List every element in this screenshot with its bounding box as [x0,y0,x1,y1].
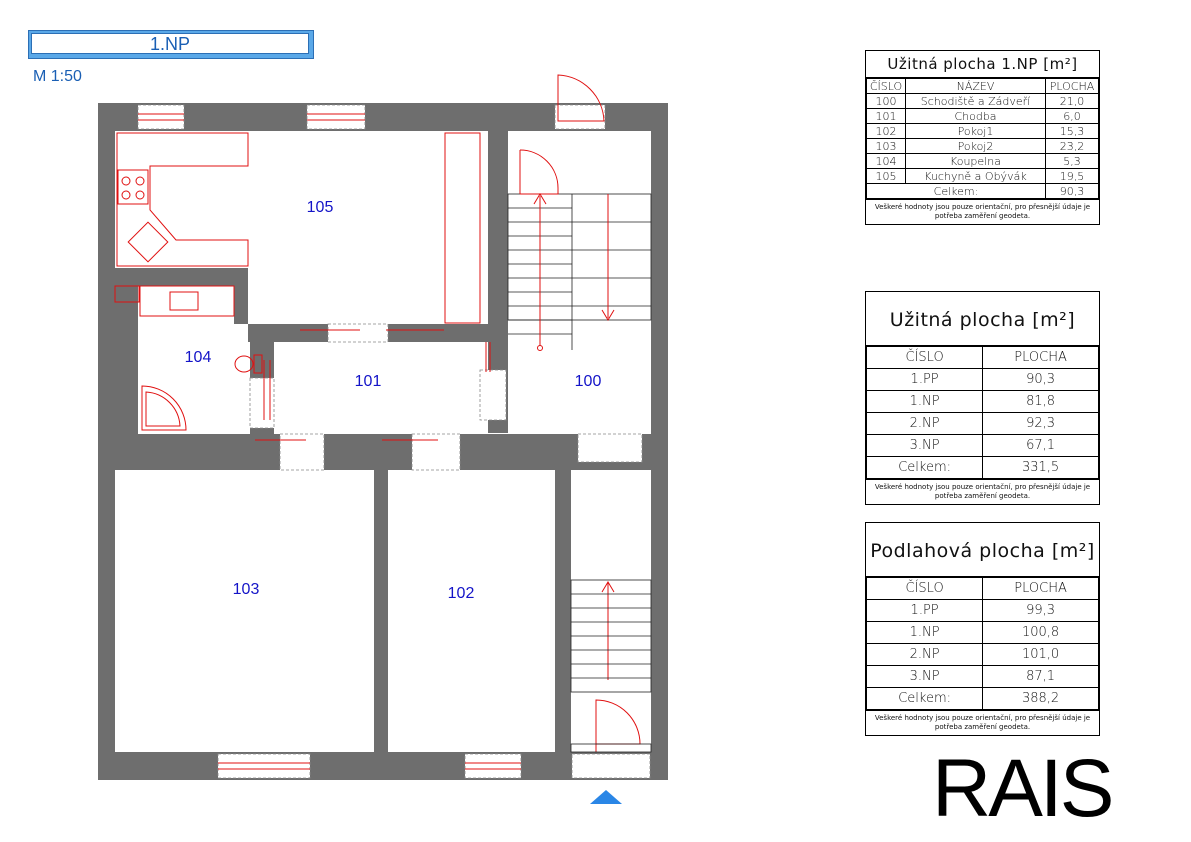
wall-stair-lower-left [555,470,571,752]
table-total-row: Celkem:331,5 [865,456,1099,479]
room-label-104: 104 [185,349,212,366]
door-swing-stair [519,149,559,195]
table-floor-area-1np: Užitná plocha 1.NP [m²] ČÍSLO NÁZEV PLOC… [865,50,1100,225]
table-header: ČÍSLO NÁZEV PLOCHA [866,78,1099,94]
stair-opening [577,433,643,463]
openings [137,104,651,779]
wall-kitchen-bottom [98,268,248,286]
wall-room-divider [374,470,388,752]
bath-counter [139,285,235,317]
table-title: Podlahová plocha [m²] [866,523,1099,577]
burner-icon [135,176,145,186]
door-swing-entry-top [557,74,605,122]
floor-banner: 1.NP [28,30,314,59]
rais-logo: RAIS [932,743,1114,834]
window-top-2 [306,104,366,130]
bath-shelf [114,285,140,303]
table-note: Veškeré hodnoty jsou pouze orientační, p… [866,710,1099,735]
wall-stair-lower-top [571,462,651,470]
stairs-lower [570,579,652,753]
door-101-100 [479,369,507,421]
room-label-101: 101 [355,373,382,390]
kitchen-counter [116,132,249,267]
floor-title: 1.NP [31,33,309,54]
window-bottom-1 [217,753,311,779]
kitchen-sink [127,221,169,263]
door-entry-top [554,104,606,130]
sofa [444,132,481,324]
window-top-1 [137,104,185,130]
shower [141,385,187,431]
wall-stair-left [488,103,508,433]
wall-bath-left [98,286,138,434]
window-frames [138,113,521,770]
table-total-row: Celkem:90,3 [866,183,1099,199]
burner-icon [121,176,131,186]
door-swing-entry-bottom [595,699,641,745]
room-label-100: 100 [575,373,602,390]
floor-plan: 105 104 101 100 103 102 [98,74,668,804]
table-note: Veškeré hodnoty jsou pouze orientační, p… [866,199,1099,224]
door-105-101 [327,323,389,343]
cooktop [117,169,149,205]
stair-arrows [519,74,641,752]
burner-icon [135,190,145,200]
stair-flight-upper [507,193,652,321]
scale-label: M 1:50 [33,68,82,85]
wall-bath-top-right [234,286,248,324]
door-101-102 [411,433,461,471]
burner-icon [121,190,131,200]
room-label-103: 103 [233,581,260,598]
table-note: Veškeré hodnoty jsou pouze orientační, p… [866,479,1099,504]
room-label-102: 102 [448,585,475,602]
table-total-row: Celkem:388,2 [865,687,1099,710]
kitchen-fixtures [114,132,491,431]
entrance-arrow-icon [590,790,622,804]
window-bottom-2 [464,753,522,779]
bath-sink [169,291,199,311]
shower-inner [145,391,181,427]
stairs-upper [507,193,652,350]
room-label-105: 105 [307,199,334,216]
toilet-tank [253,354,263,374]
toilet [234,355,254,373]
table-title: Užitná plocha 1.NP [m²] [866,51,1099,78]
table-title: Užitná plocha [m²] [866,292,1099,346]
door-entry-bottom [571,753,651,779]
door-101-103 [279,433,325,471]
